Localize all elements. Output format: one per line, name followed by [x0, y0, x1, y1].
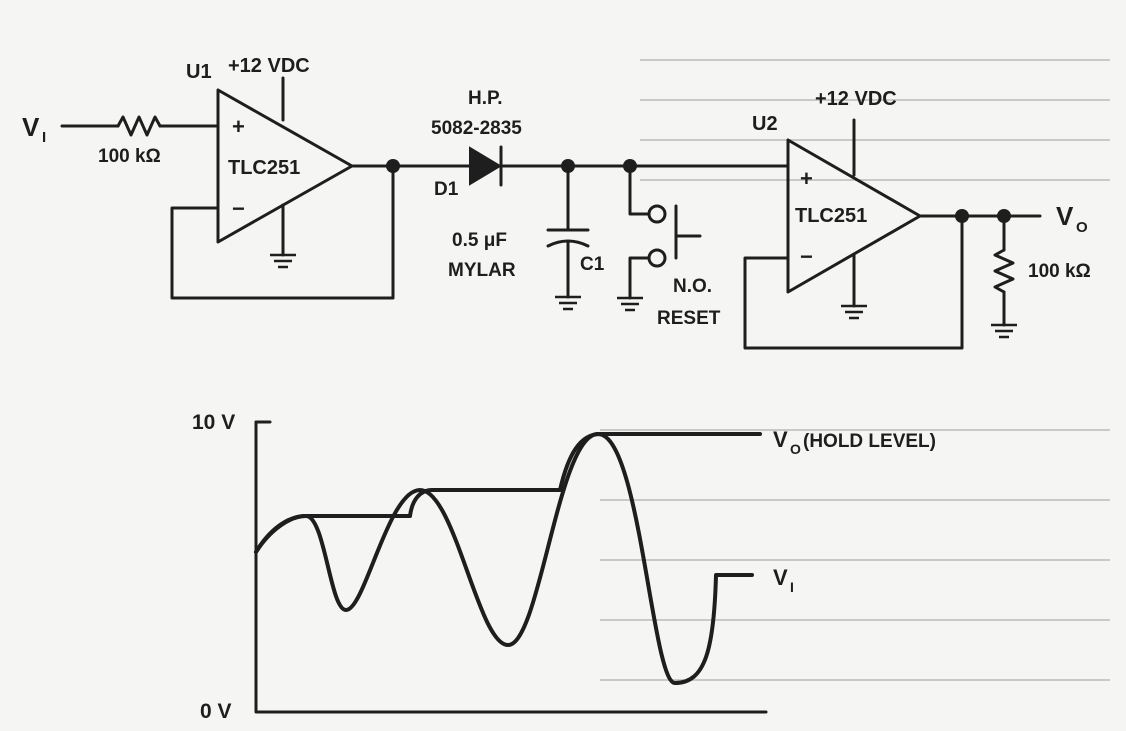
- u2-ground-icon: [841, 304, 867, 320]
- vi-curve-label: V: [773, 565, 788, 590]
- reset-contact-bottom: [647, 248, 667, 268]
- u1-ground-icon: [270, 253, 296, 269]
- reset-label-line1: N.O.: [673, 276, 712, 297]
- output-label: V: [1056, 201, 1074, 231]
- circuit-schematic: V I 100 kΩ U1 +12 VDC + − TLC251 H.P. 50…: [22, 55, 1091, 350]
- background-texture: [600, 59, 1110, 681]
- u1-output-node: [386, 159, 400, 173]
- capacitor-type: MYLAR: [448, 260, 516, 281]
- reset-contact-top: [647, 204, 667, 224]
- vo-curve-subscript: O: [790, 441, 801, 457]
- input-resistor: [116, 115, 162, 137]
- diode-part-line2: 5082-2835: [431, 118, 522, 139]
- vi-curve-subscript: I: [790, 579, 794, 595]
- load-ground-icon: [991, 323, 1017, 339]
- input-subscript: I: [42, 129, 46, 146]
- reset-pushbutton: [674, 204, 702, 260]
- u1-minus-sign: −: [232, 196, 245, 221]
- u2-plus-sign: +: [800, 166, 813, 191]
- u1-chip-label: TLC251: [228, 157, 300, 179]
- u2-feedback-node: [955, 209, 969, 223]
- reset-bottom-wire: [628, 256, 650, 300]
- u2-supply-label: +12 VDC: [815, 88, 897, 110]
- u1-label: U1: [186, 61, 212, 83]
- load-resistor-label: 100 kΩ: [1028, 261, 1091, 282]
- waveform-graph: 10 V 0 V V O (HOLD LEVEL) V I: [192, 411, 936, 723]
- waveform-axes: [254, 420, 768, 714]
- vo-hold-curve: [254, 432, 762, 554]
- u1-supply-label: +12 VDC: [228, 55, 310, 77]
- capacitor-label: C1: [580, 254, 605, 275]
- u2-chip-label: TLC251: [795, 205, 867, 227]
- input-resistor-label: 100 kΩ: [98, 146, 161, 167]
- y-label-0v: 0 V: [200, 700, 232, 723]
- vi-curve: [254, 432, 754, 685]
- diode-part-line1: H.P.: [468, 88, 503, 109]
- reset-ground-icon: [617, 296, 643, 312]
- u1-plus-sign: +: [232, 114, 245, 139]
- vo-curve-label: V: [773, 427, 788, 452]
- output-subscript: O: [1076, 219, 1088, 236]
- u1-opamp: [216, 88, 354, 244]
- diode-icon: [469, 146, 502, 186]
- input-label: V: [22, 112, 40, 142]
- reset-label-line2: RESET: [657, 308, 721, 329]
- reset-top-wire: [628, 164, 650, 216]
- u2-feedback-wire: [743, 214, 964, 350]
- capacitor-value: 0.5 μF: [452, 230, 507, 251]
- u2-label: U2: [752, 113, 778, 135]
- diode-label: D1: [434, 179, 459, 200]
- vo-curve-suffix: (HOLD LEVEL): [803, 431, 936, 452]
- load-resistor: [993, 248, 1015, 294]
- y-label-10v: 10 V: [192, 411, 235, 434]
- u2-minus-sign: −: [800, 244, 813, 269]
- capacitor-ground-icon: [555, 295, 581, 311]
- u1-feedback-wire: [170, 164, 395, 300]
